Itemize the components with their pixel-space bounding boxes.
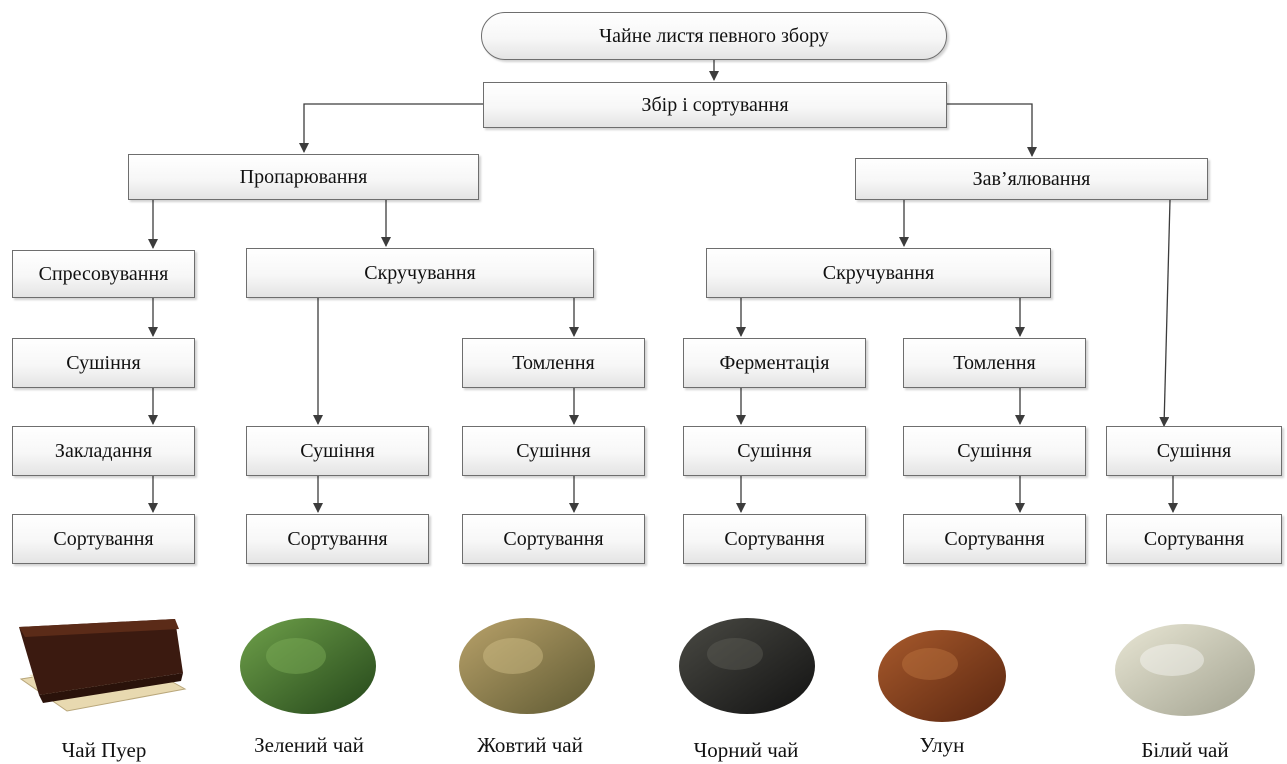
withering-box: Зав’ялювання <box>855 158 1208 200</box>
stewing-box-3: Томлення <box>462 338 645 388</box>
pressing-box: Спресовування <box>12 250 195 298</box>
stewing-box-5: Томлення <box>903 338 1086 388</box>
sorting-box-4: Сортування <box>683 514 866 564</box>
rolling-left-box: Скручування <box>246 248 594 298</box>
steaming-box: Пропарювання <box>128 154 479 200</box>
green-tea-image <box>240 618 376 714</box>
drying-box-5: Сушіння <box>903 426 1086 476</box>
tea-label-white: Білий чай <box>1141 738 1229 762</box>
oolong-tea-image <box>878 630 1006 722</box>
sorting-box-1: Сортування <box>12 514 195 564</box>
tea-label-yellow: Жовтий чай <box>477 733 583 757</box>
bedding-box: Закладання <box>12 426 195 476</box>
tea-label-black: Чорний чай <box>693 738 799 762</box>
root-box: Чайне листя певного збору <box>481 12 947 60</box>
fermentation-box: Ферментація <box>683 338 866 388</box>
tea-label-puer: Чай Пуер <box>61 738 147 762</box>
sorting-box-2: Сортування <box>246 514 429 564</box>
sorting-box-6: Сортування <box>1106 514 1282 564</box>
drying-box-2: Сушіння <box>246 426 429 476</box>
sorting-box-3: Сортування <box>462 514 645 564</box>
black-tea-image <box>679 618 815 714</box>
drying-box-4: Сушіння <box>683 426 866 476</box>
drying-box-3: Сушіння <box>462 426 645 476</box>
drying-box-1: Сушіння <box>12 338 195 388</box>
collect-sort-box: Збір і сортування <box>483 82 947 128</box>
tea-label-oolong: Улун <box>919 733 965 757</box>
white-tea-image <box>1115 624 1255 716</box>
yellow-tea-image <box>459 618 595 714</box>
rolling-right-box: Скручування <box>706 248 1051 298</box>
puer-tea-image <box>19 619 187 712</box>
sorting-box-5: Сортування <box>903 514 1086 564</box>
tea-label-green: Зелений чай <box>254 733 364 757</box>
drying-box-6: Сушіння <box>1106 426 1282 476</box>
